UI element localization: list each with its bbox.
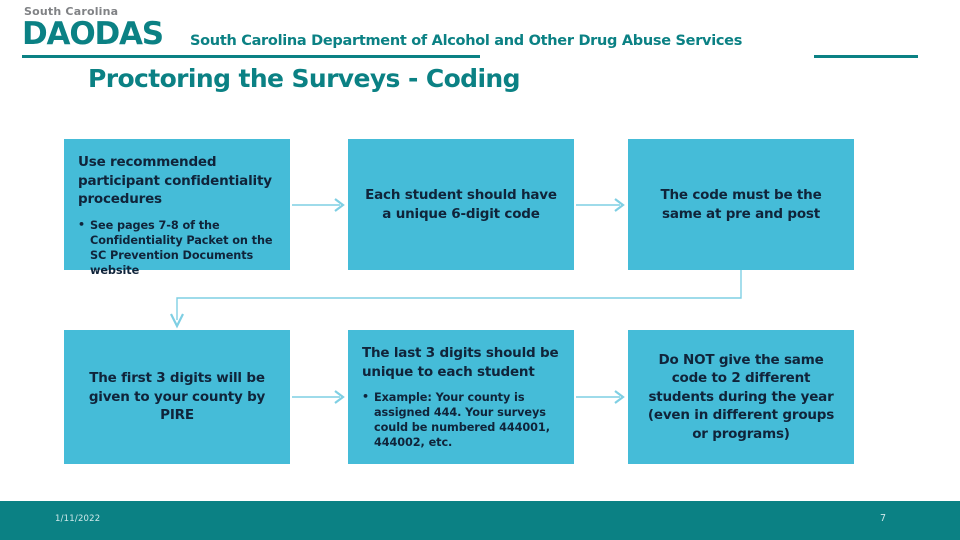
header-divider-rule	[22, 55, 918, 58]
flow-box-last-three-digits: The last 3 digits should be unique to ea…	[348, 330, 574, 464]
flow-box-bullet-list: See pages 7-8 of the Confidentiality Pac…	[78, 217, 276, 278]
flow-box-unique-code: Each student should have a unique 6-digi…	[348, 139, 574, 270]
header-divider-gap	[480, 54, 814, 59]
arrow-box1-to-box2	[292, 196, 348, 214]
arrow-box3-to-box4-elbow	[168, 270, 754, 334]
footer-page-number: 7	[880, 513, 887, 524]
flow-box-first-three-digits: The first 3 digits will be given to your…	[64, 330, 290, 464]
arrow-box5-to-box6	[576, 388, 628, 406]
logo-state-label: South Carolina	[24, 5, 119, 18]
flow-box-same-pre-post: The code must be the same at pre and pos…	[628, 139, 854, 270]
flow-box-confidentiality: Use recommended participant confidential…	[64, 139, 290, 277]
flow-box-heading: Each student should have a unique 6-digi…	[365, 187, 557, 222]
daodas-logo: South Carolina DAODAS	[22, 6, 182, 56]
logo-wordmark: DAODAS	[22, 16, 164, 52]
flow-box-bullet-list: Example: Your county is assigned 444. Yo…	[362, 389, 560, 450]
arrow-box4-to-box5	[292, 388, 348, 406]
flow-box-heading: The first 3 digits will be given to your…	[88, 370, 266, 424]
flow-box-no-duplicate-codes: Do NOT give the same code to 2 different…	[628, 330, 854, 464]
footer-bar	[0, 501, 960, 540]
flow-box-heading: The code must be the same at pre and pos…	[660, 187, 822, 222]
flow-box-bullet: See pages 7-8 of the Confidentiality Pac…	[78, 217, 276, 278]
flow-box-heading: The last 3 digits should be unique to ea…	[362, 345, 559, 380]
flow-box-heading: Do NOT give the same code to 2 different…	[647, 351, 835, 442]
flow-box-bullet: Example: Your county is assigned 444. Yo…	[362, 389, 560, 450]
flow-box-heading: Use recommended participant confidential…	[78, 154, 272, 207]
arrow-box2-to-box3	[576, 196, 628, 214]
agency-name: South Carolina Department of Alcohol and…	[190, 33, 743, 49]
footer-date: 1/11/2022	[55, 514, 101, 524]
page-title: Proctoring the Surveys - Coding	[88, 64, 521, 93]
